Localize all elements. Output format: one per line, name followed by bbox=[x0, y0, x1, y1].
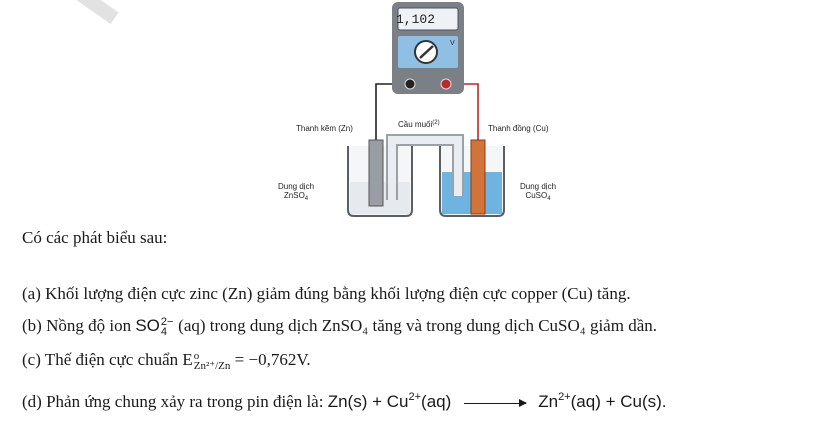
galvanic-cell-figure: 1,102 V Thanh kẽm (Zn) Cầu muối(2) Thanh… bbox=[268, 0, 588, 218]
galvanic-cell-diagram bbox=[347, 2, 505, 217]
corner-watermark bbox=[61, 0, 119, 24]
label-zinc-rod: Thanh kẽm (Zn) bbox=[296, 124, 353, 133]
statement-d: (d) Phản ứng chung xảy ra trong pin điện… bbox=[22, 391, 667, 411]
voltmeter-reading: 1,102 bbox=[396, 12, 436, 27]
voltmeter-unit: V bbox=[450, 40, 455, 47]
reaction-lhs: Zn(s) + Cu2+(aq) bbox=[327, 391, 452, 411]
copper-electrode bbox=[470, 139, 486, 215]
label-cu-solution: Dung dịch CuSO4 bbox=[520, 182, 557, 202]
statement-a: (a) Khối lượng điện cực zinc (Zn) giảm đ… bbox=[22, 284, 631, 303]
reaction-rhs: Zn2+(aq) + Cu(s). bbox=[538, 391, 667, 411]
label-copper-rod: Thanh đồng (Cu) bbox=[488, 124, 549, 133]
intro-text: Có các phát biểu sau: bbox=[22, 228, 168, 247]
reaction-arrow-icon bbox=[464, 398, 527, 407]
zinc-electrode bbox=[368, 139, 384, 207]
label-zn-solution: Dung dịch ZnSO4 bbox=[278, 182, 315, 202]
label-salt-bridge: Cầu muối(2) bbox=[398, 120, 440, 129]
